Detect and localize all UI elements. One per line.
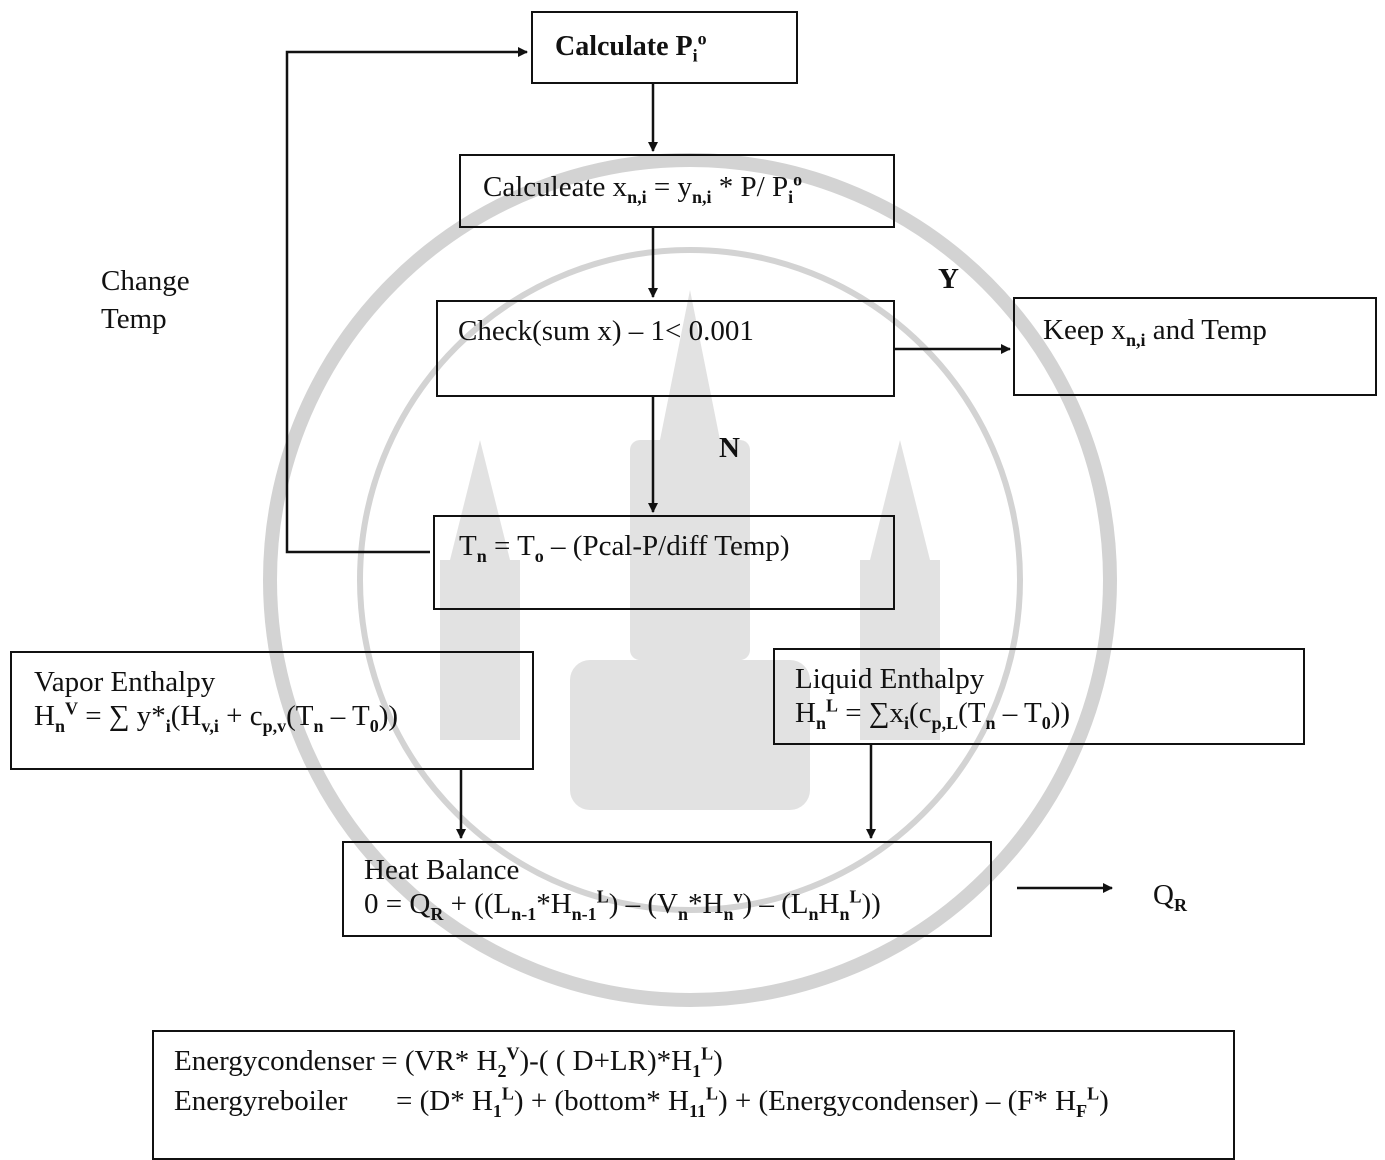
calculate-p-text: Calculate P xyxy=(555,31,693,62)
check-sum-text: Check(sum x) – 1< 0.001 xyxy=(458,315,754,347)
vapor-enthalpy-box: Vapor Enthalpy HnV = ∑ y*i(Hv,i + cp,v(T… xyxy=(10,651,534,770)
calculate-x-box: Calculeate xn,i = yn,i * P/ Pio xyxy=(459,154,895,228)
loop-change-temp xyxy=(285,47,528,554)
heat-balance-title: Heat Balance xyxy=(364,854,520,886)
liquid-enthalpy-formula: HnL = ∑xi(cp,L(Tn – T0)) xyxy=(795,695,1071,733)
vapor-enthalpy-formula: HnV = ∑ y*i(Hv,i + cp,v(Tn – T0)) xyxy=(34,698,399,736)
energy-condenser-line: Energycondenser = (VR* H2V)-( ( D+LR)*H1… xyxy=(174,1043,723,1081)
liquid-enthalpy-title: Liquid Enthalpy xyxy=(795,663,985,695)
keep-box: Keep xn,i and Temp xyxy=(1013,297,1377,396)
heat-balance-formula: 0 = QR + ((Ln-1*Hn-1L) – (Vn*Hnv) – (LnH… xyxy=(364,886,881,924)
qr-output-label: QR xyxy=(1153,879,1187,915)
temp-update-box: Tn = To – (Pcal-P/diff Temp) xyxy=(433,515,895,610)
energy-equations-box: Energycondenser = (VR* H2V)-( ( D+LR)*H1… xyxy=(152,1030,1235,1160)
check-sum-box: Check(sum x) – 1< 0.001 xyxy=(436,300,895,397)
change-temp-label: Change Temp xyxy=(101,265,190,335)
vapor-enthalpy-title: Vapor Enthalpy xyxy=(34,666,216,698)
liquid-enthalpy-box: Liquid Enthalpy HnL = ∑xi(cp,L(Tn – T0)) xyxy=(773,648,1305,745)
heat-balance-box: Heat Balance 0 = QR + ((Ln-1*Hn-1L) – (V… xyxy=(342,841,992,937)
calculate-p-box: Calculate Pio xyxy=(531,11,798,84)
no-label: N xyxy=(719,432,740,464)
energy-reboiler-line: Energyreboiler= (D* H1L) + (bottom* H11L… xyxy=(174,1083,1109,1121)
yes-label: Y xyxy=(938,263,959,295)
